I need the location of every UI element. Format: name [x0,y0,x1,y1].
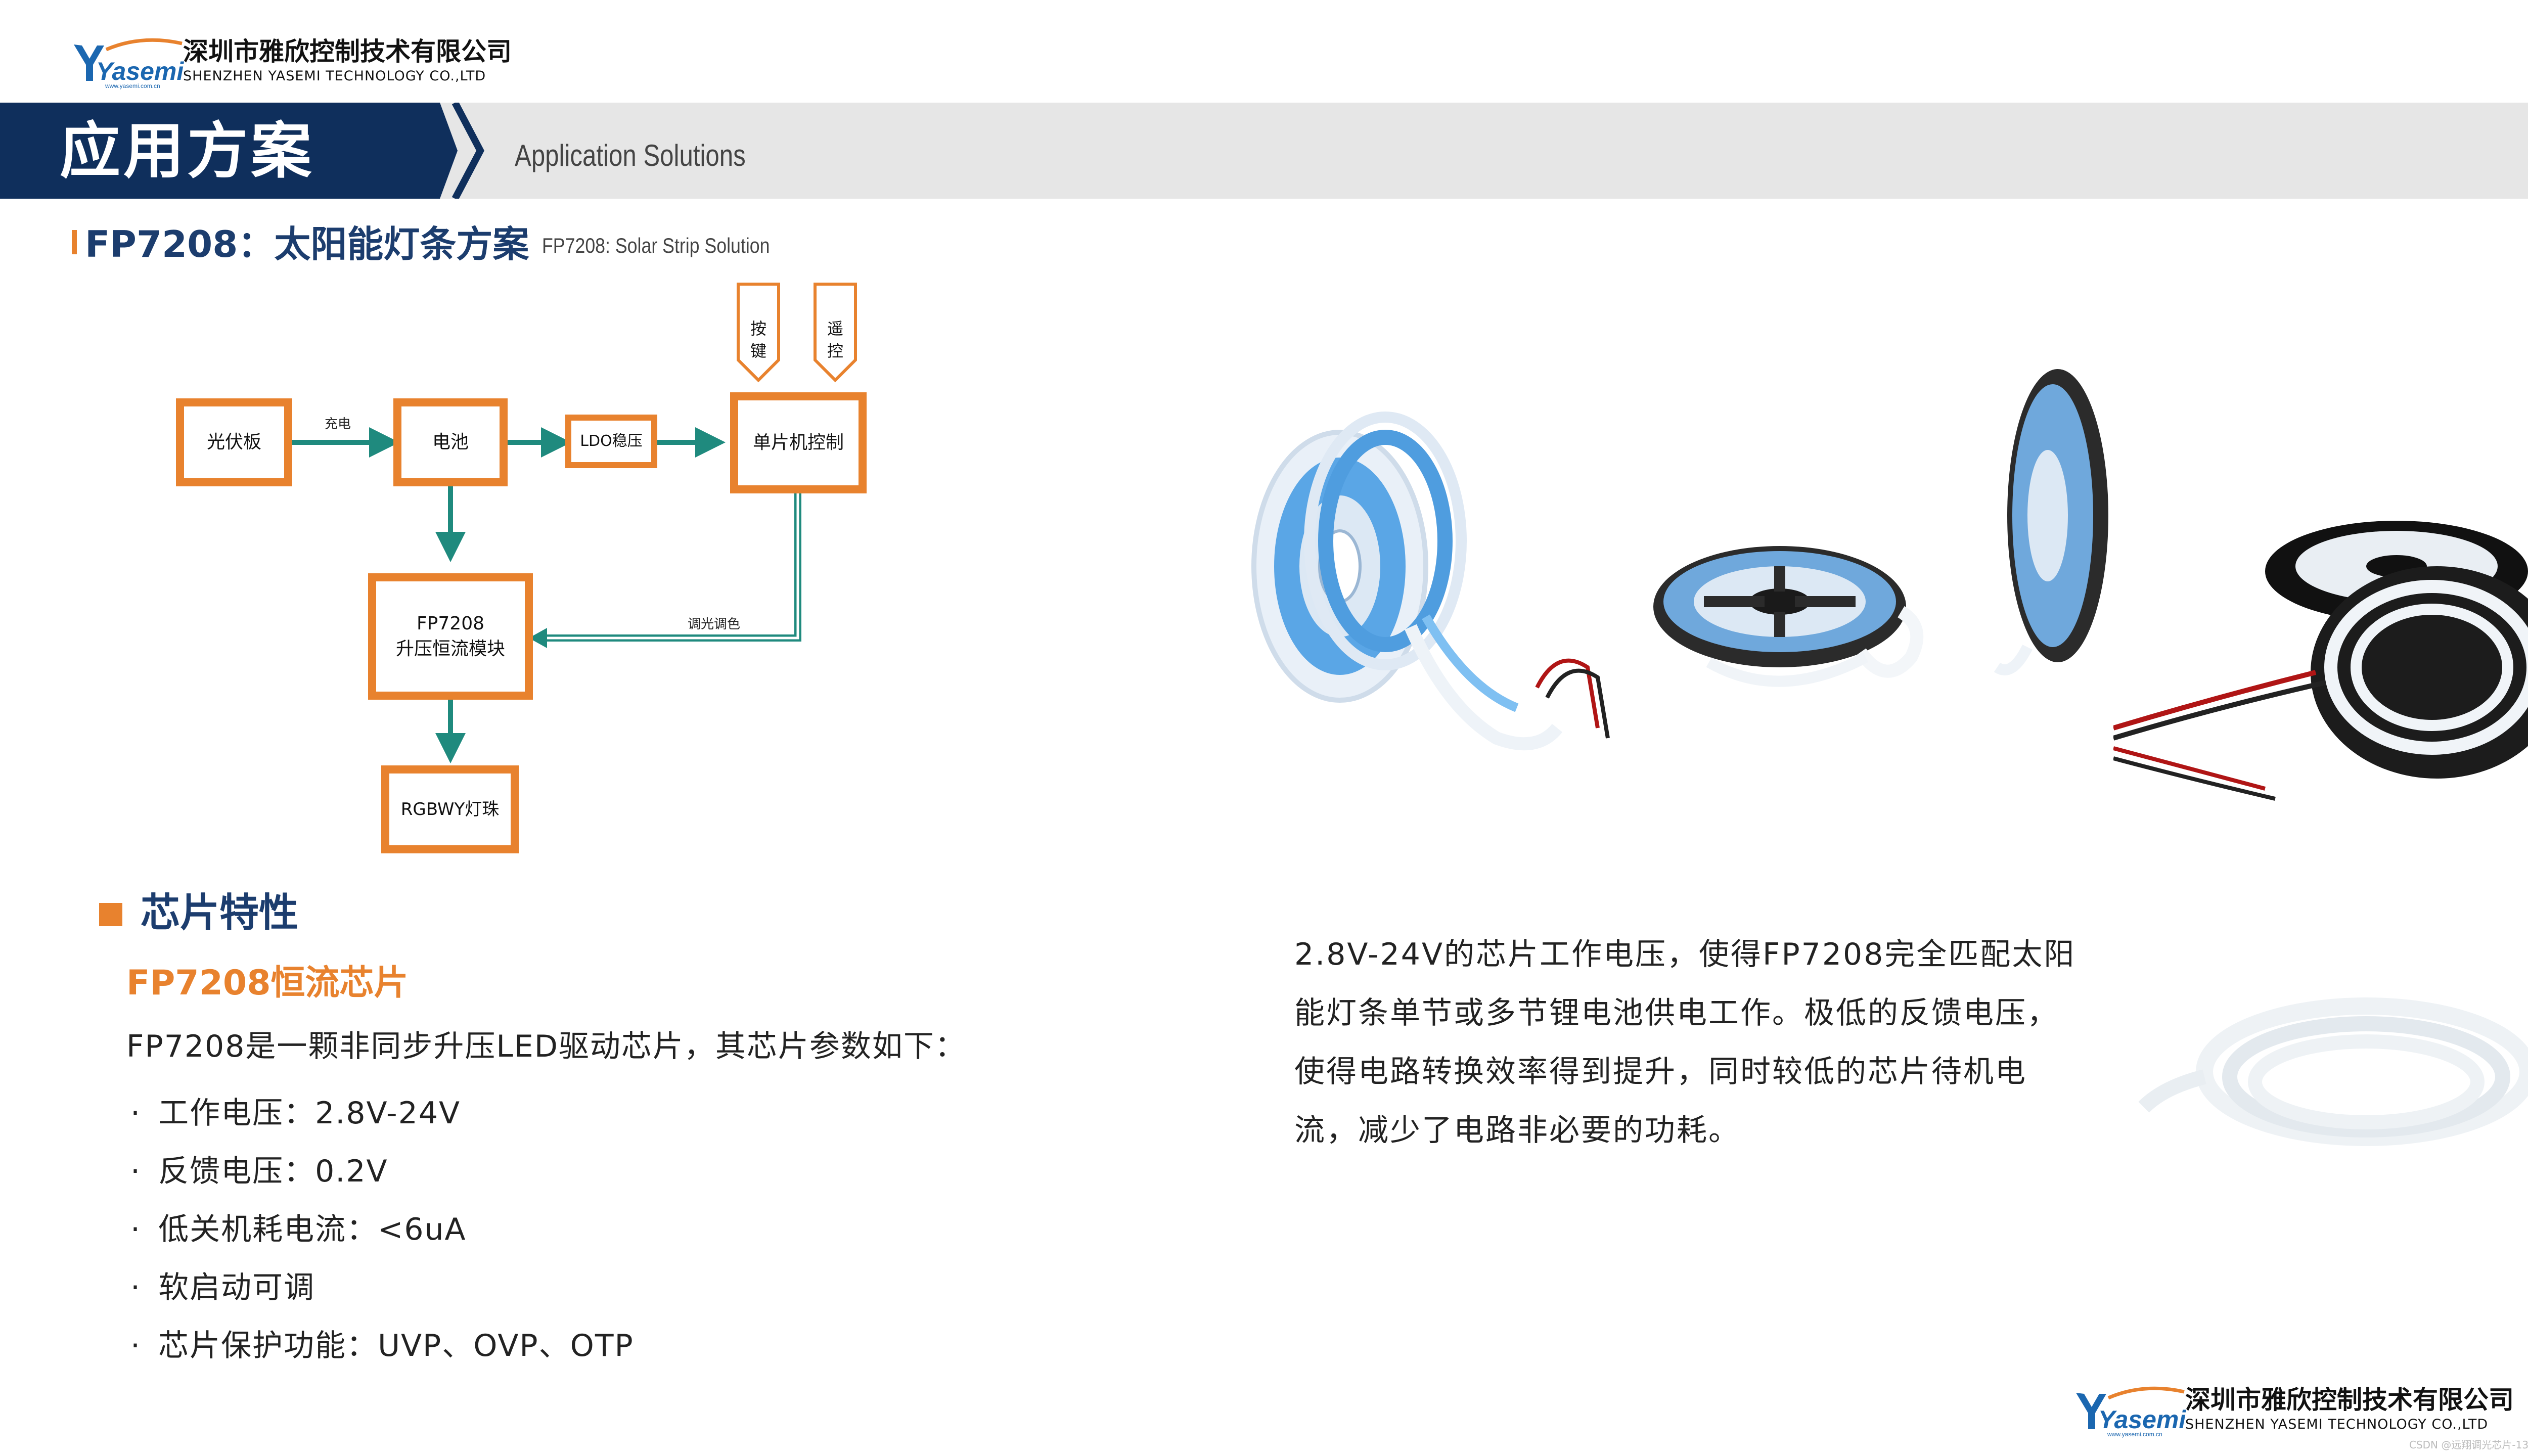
list-item: 低关机耗电流：<6uA [126,1201,634,1259]
diagram-connectors [292,283,857,763]
features-subtitle: FP7208恒流芯片 [126,963,409,1003]
node-mcu: 单片机控制 [730,392,867,493]
yasemi-logo-icon: Yasemi www.yasemi.com.cn [2076,1386,2186,1438]
list-item: 反馈电压：0.2V [126,1143,634,1201]
input-key-button: 按 键 [738,282,779,383]
input-remote-char: 控 [827,341,843,360]
features-intro: FP7208是一颗非同步升压LED驱动芯片，其芯片参数如下： [126,1029,966,1064]
features-title: 芯片特性 [141,890,299,936]
svg-text:www.yasemi.com.cn: www.yasemi.com.cn [105,82,160,89]
node-ldo: LDO稳压 [565,415,657,468]
node-solar-panel: 光伏板 [176,398,292,486]
input-tag-shape [814,283,857,383]
description-paragraph: 2.8V-24V的芯片工作电压，使得FP7208完全匹配太阳能灯条单节或多节锂电… [1294,937,2076,1148]
input-key-char: 按 [750,319,766,338]
list-item: 芯片保护功能：UVP、OVP、OTP [126,1317,634,1375]
page-subtitle: Application Solutions [515,139,746,172]
chevron-right-icon [452,103,484,199]
product-photo-silicone-coil [2138,997,2528,1146]
input-remote-char: 遥 [827,319,843,338]
block-diagram: 光伏板 电池 LDO稳压 单片机控制 FP7208 升压恒流模块 RGBWY灯珠… [167,278,885,864]
svg-text:www.yasemi.com.cn: www.yasemi.com.cn [2107,1431,2162,1438]
svg-text:Yasemi: Yasemi [96,57,184,85]
section-subtitle: FP7208: Solar Strip Solution [542,234,770,257]
product-photo-flat-reel [1653,546,1924,687]
input-key-char: 键 [750,341,766,360]
company-name-cn: 深圳市雅欣控制技术有限公司 [183,37,512,66]
features-list: 工作电压：2.8V-24V 反馈电压：0.2V 低关机耗电流：<6uA 软启动可… [126,1084,634,1375]
watermark: CSDN @远翔调光芯片-13828798872 [2409,1439,2528,1451]
section-title: FP7208：太阳能灯条方案 [85,223,529,265]
svg-text:Yasemi: Yasemi [2098,1405,2186,1434]
header-band-title-block [0,103,458,199]
features-marker [99,903,122,926]
edge-label-charge: 充电 [325,417,351,432]
company-logo-top: Yasemi www.yasemi.com.cn 深圳市雅欣控制技术有限公司 S… [71,34,526,90]
page-title: 应用方案 [60,116,314,187]
input-tag-shape [737,283,780,383]
node-battery: 电池 [393,398,508,486]
company-logo-bottom: Yasemi www.yasemi.com.cn 深圳市雅欣控制技术有限公司 S… [2073,1383,2528,1438]
edge-label-dim: 调光调色 [688,617,741,632]
company-name-en: SHENZHEN YASEMI TECHNOLOGY CO.,LTD [183,68,486,84]
list-item: 软启动可调 [126,1259,634,1317]
company-name-cn: 深圳市雅欣控制技术有限公司 [2185,1385,2514,1415]
node-rgbwy-led: RGBWY灯珠 [381,765,519,853]
node-fp7208: FP7208 升压恒流模块 [368,573,533,700]
company-name-en: SHENZHEN YASEMI TECHNOLOGY CO.,LTD [2185,1417,2489,1432]
section-marker [72,230,77,254]
edge-mcu-fp7208 [545,489,801,642]
product-photo-blue-reels [1251,412,1610,751]
input-remote-control: 遥 控 [815,282,855,383]
product-photo-tall-reel [1994,369,2108,675]
list-item: 工作电压：2.8V-24V [126,1084,634,1143]
yasemi-logo-icon: Yasemi www.yasemi.com.cn [74,38,184,89]
product-photo-black-reels [2113,521,2528,801]
